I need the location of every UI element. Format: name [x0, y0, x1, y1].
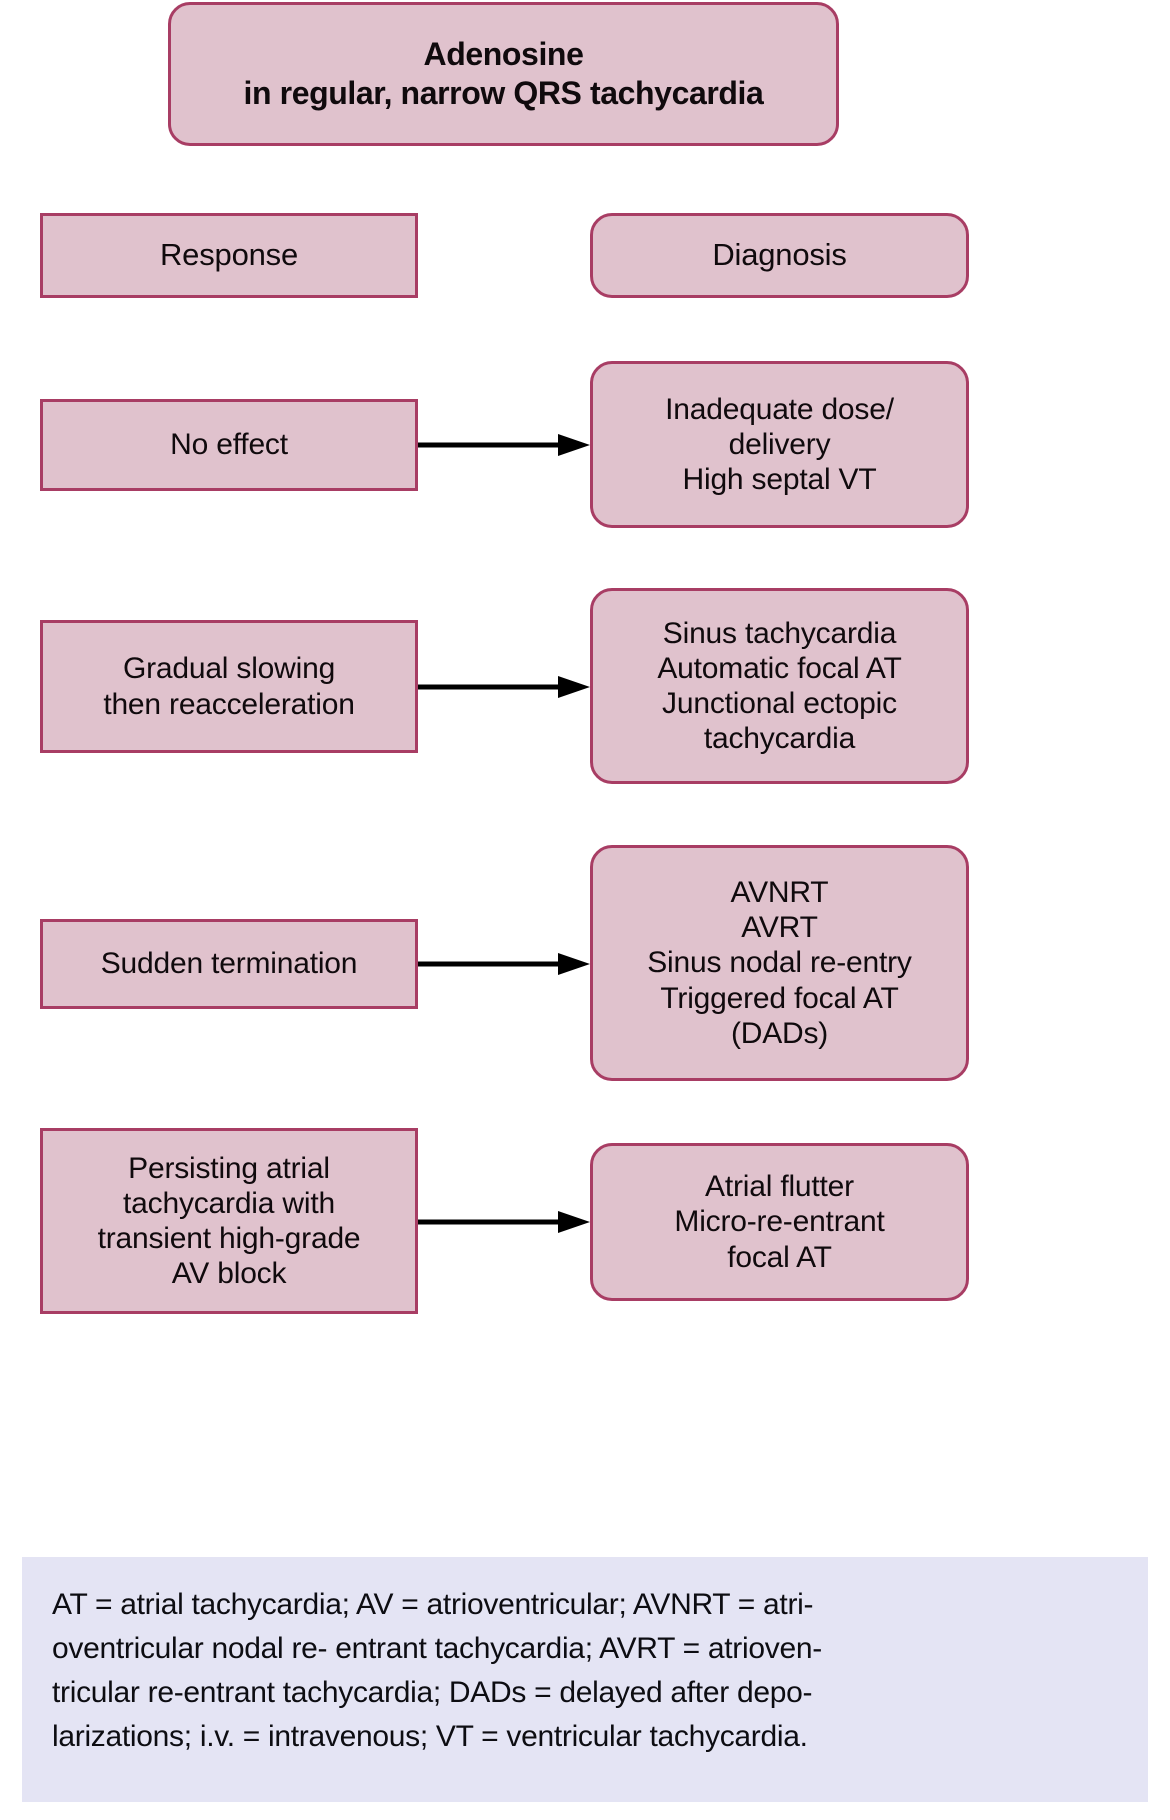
- diagnosis-box-2: Sinus tachycardia Automatic focal AT Jun…: [590, 588, 969, 784]
- response-box-2-label: Gradual slowing then reacceleration: [103, 652, 355, 721]
- diagnosis-box-1: Inadequate dose/ delivery High septal VT: [590, 361, 969, 528]
- arrow-right-icon-1: [418, 432, 590, 458]
- column-header-diagnosis: Diagnosis: [590, 213, 969, 298]
- response-box-1: No effect: [40, 399, 418, 491]
- response-box-4: Persisting atrial tachycardia with trans…: [40, 1128, 418, 1314]
- arrow-right-icon-3: [418, 951, 590, 977]
- title-text: Adenosine in regular, narrow QRS tachyca…: [243, 35, 764, 111]
- title-box: Adenosine in regular, narrow QRS tachyca…: [168, 2, 839, 146]
- diagnosis-box-4: Atrial flutter Micro-re-entrant focal AT: [590, 1143, 969, 1301]
- diagnosis-box-2-label: Sinus tachycardia Automatic focal AT Jun…: [657, 616, 902, 756]
- response-box-1-label: No effect: [170, 428, 288, 462]
- diagnosis-box-4-label: Atrial flutter Micro-re-entrant focal AT: [674, 1170, 885, 1274]
- arrow-right-icon-2: [418, 674, 590, 700]
- column-header-response-label: Response: [160, 237, 298, 273]
- abbreviations-legend: AT = atrial tachycardia; AV = atrioventr…: [22, 1557, 1148, 1802]
- arrow-right-icon-4: [418, 1209, 590, 1235]
- diagnosis-box-3-label: AVNRT AVRT Sinus nodal re-entry Triggere…: [647, 876, 912, 1050]
- diagnosis-box-3: AVNRT AVRT Sinus nodal re-entry Triggere…: [590, 845, 969, 1081]
- response-box-2: Gradual slowing then reacceleration: [40, 620, 418, 753]
- column-header-diagnosis-label: Diagnosis: [712, 237, 847, 273]
- response-box-4-label: Persisting atrial tachycardia with trans…: [97, 1151, 361, 1291]
- response-box-3: Sudden termination: [40, 919, 418, 1009]
- response-box-3-label: Sudden termination: [100, 947, 358, 981]
- diagnosis-box-1-label: Inadequate dose/ delivery High septal VT: [665, 392, 894, 497]
- column-header-response: Response: [40, 213, 418, 298]
